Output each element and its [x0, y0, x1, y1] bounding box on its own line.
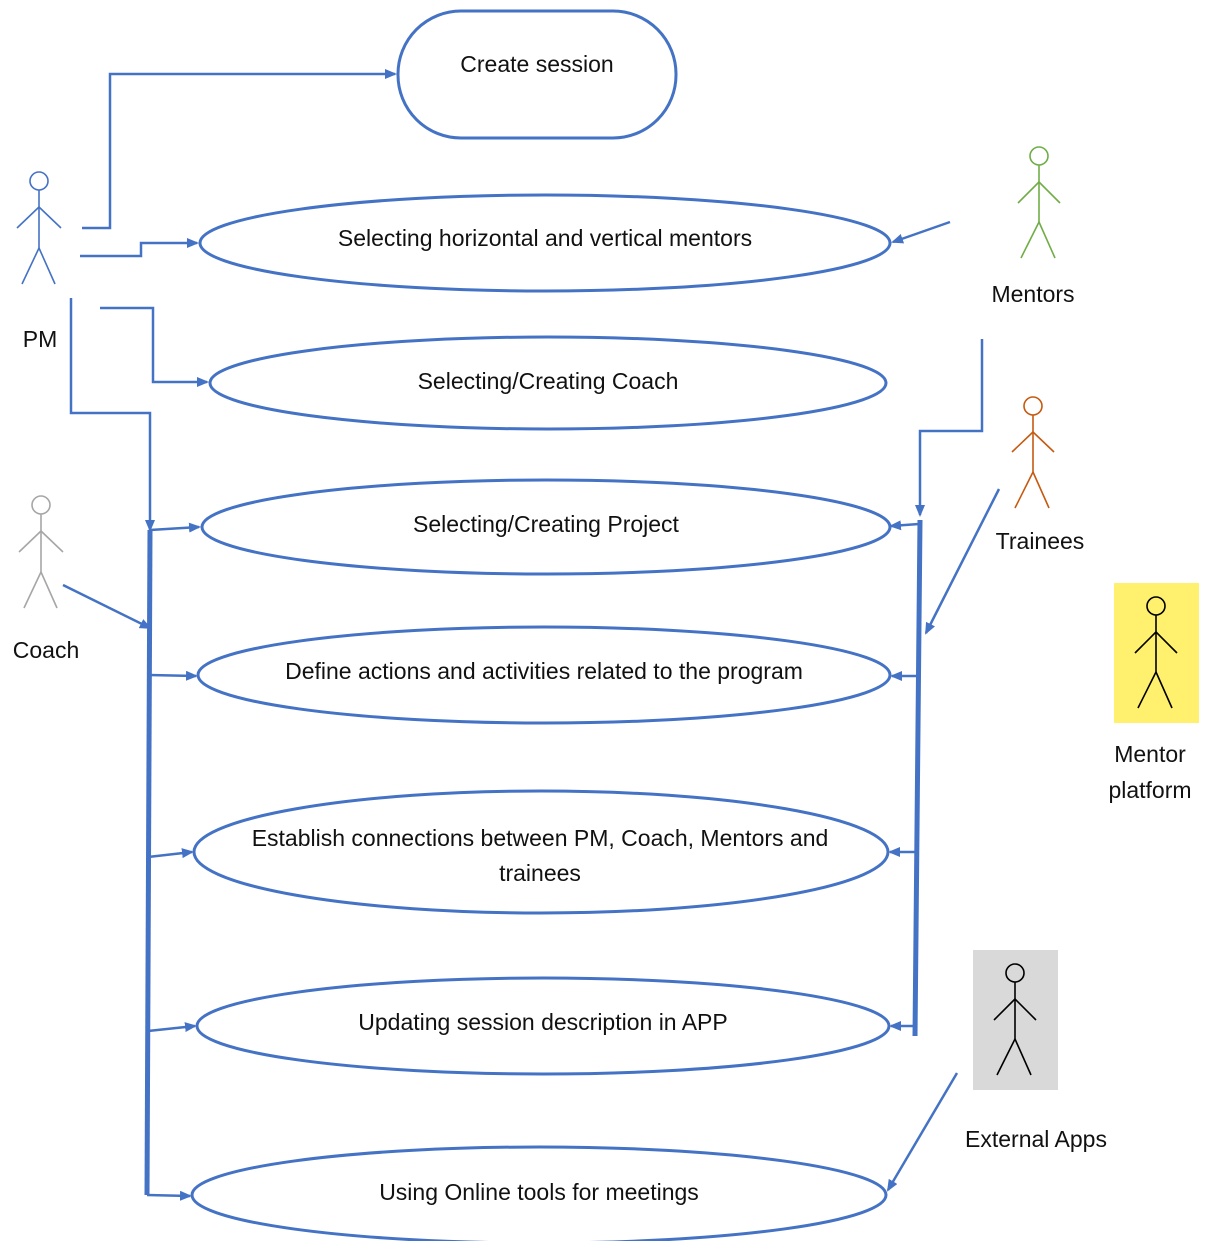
pm-actor-icon[interactable] — [16, 171, 62, 285]
use-case-selecting-mentors-label: Selecting horizontal and vertical mentor… — [337, 225, 753, 251]
use-case-create-session-label: Create session — [460, 51, 614, 77]
left-bus-to-define-actions — [148, 670, 198, 681]
mentors-to-selecting-mentors — [891, 220, 951, 244]
external-apps-to-online-tools — [886, 1072, 959, 1192]
coach-to-left-bus — [62, 583, 152, 630]
pm-actor-label: PM — [22, 326, 58, 352]
pm-to-create-session — [82, 69, 397, 230]
trainees-actor-label: Trainees — [995, 528, 1085, 554]
mentors-actor-label: Mentors — [991, 281, 1075, 307]
mentor-platform-actor-label: Mentor platform — [1108, 741, 1192, 803]
left-bus-to-online-tools — [146, 1190, 192, 1201]
use-case-updating-description-label: Updating session description in APP — [358, 1009, 728, 1035]
use-case-selecting-coach-label: Selecting/Creating Coach — [417, 368, 679, 394]
coach-actor-icon[interactable] — [18, 495, 64, 609]
trainees-to-right-bus — [924, 488, 1001, 635]
pm-to-left-bus — [69, 298, 155, 532]
mentors-actor-icon[interactable] — [1017, 146, 1061, 259]
right-bus-to-project — [889, 520, 920, 531]
external-apps-actor-icon[interactable] — [993, 963, 1037, 1076]
pm-to-selecting-mentors — [80, 238, 199, 258]
trainees-actor-icon[interactable] — [1011, 396, 1055, 509]
use-case-establish-connections-label: Establish connections between PM, Coach,… — [251, 825, 829, 886]
left-bus-to-connections — [147, 848, 194, 859]
right-bus — [912, 519, 923, 1037]
use-case-online-tools-label: Using Online tools for meetings — [379, 1179, 699, 1205]
external-apps-actor-label: External Apps — [965, 1126, 1107, 1152]
left-bus — [144, 529, 153, 1196]
pm-to-selecting-coach — [100, 306, 209, 387]
mentor-platform-actor-icon[interactable] — [1134, 596, 1178, 709]
mentors-to-right-bus — [915, 339, 984, 517]
use-case-online-tools[interactable] — [190, 1145, 888, 1241]
use-case-define-actions-label: Define actions and activities related to… — [285, 658, 803, 684]
coach-actor-label: Coach — [12, 637, 80, 663]
use-case-selecting-mentors[interactable] — [198, 193, 892, 293]
use-case-selecting-project-label: Selecting/Creating Project — [413, 511, 679, 537]
use-case-selecting-coach[interactable] — [208, 335, 888, 431]
use-case-create-session[interactable] — [396, 9, 678, 140]
left-bus-to-project — [149, 522, 201, 533]
left-bus-to-updating — [147, 1022, 197, 1033]
